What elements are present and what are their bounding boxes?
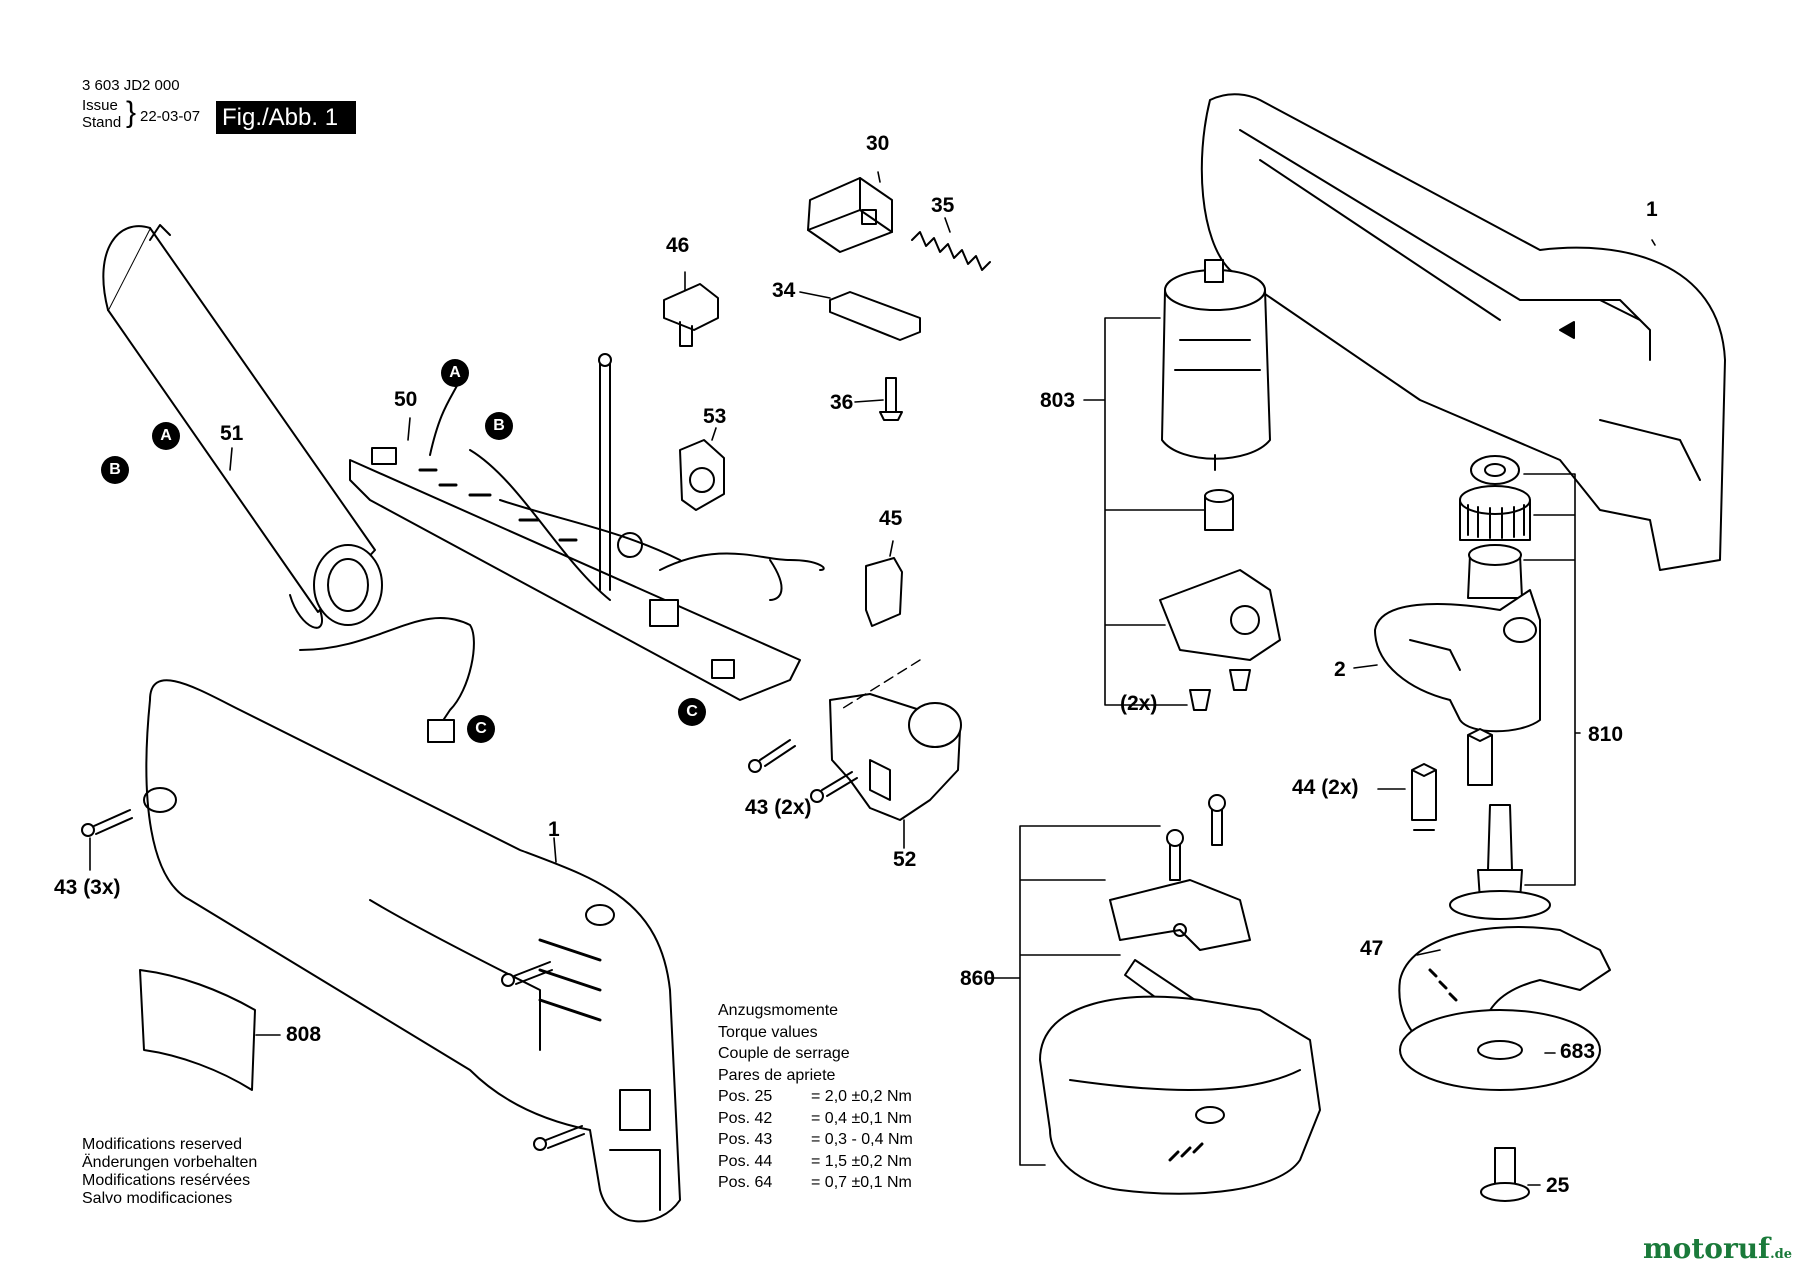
part-label-30: 30 <box>866 132 890 155</box>
base-plate-assembly <box>1039 879 1321 1195</box>
part-label-25: 25 <box>1546 1174 1570 1197</box>
part-label-683: 683 <box>1560 1040 1596 1063</box>
torque-pos: Pos. 25 <box>718 1088 773 1105</box>
part-label-803: 803 <box>1040 389 1076 412</box>
housing-screws <box>748 739 858 803</box>
torque-pos: Pos. 44 <box>718 1152 773 1170</box>
torque-title-de: Anzugsmomente <box>718 1002 839 1019</box>
slide-plate <box>829 291 921 341</box>
torque-values-table: Anzugsmomente Torque values Couple de se… <box>718 1000 913 1194</box>
pinion <box>1204 489 1234 531</box>
circuit-board <box>349 353 825 701</box>
part-label-52: 52 <box>893 848 917 871</box>
spring <box>911 231 991 271</box>
part-label-46: 46 <box>666 234 690 257</box>
connector-marker-a: A <box>441 359 469 387</box>
part-label-2x: (2x) <box>1120 692 1158 715</box>
modifications-en: Modifications reserved <box>82 1136 243 1153</box>
connector-marker-b: B <box>101 456 129 484</box>
torque-row: Pos. 42 = 0,4 ±0,1 Nm <box>718 1108 913 1130</box>
spindle <box>1449 804 1551 920</box>
modifications-note: Modifications reserved Änderungen vorbeh… <box>82 1136 257 1208</box>
motor-screws <box>1189 669 1251 711</box>
modifications-es: Salvo modificaciones <box>82 1190 233 1207</box>
connector-marker-b: B <box>485 412 513 440</box>
torque-value: = 0,7 ±0,1 Nm <box>811 1174 912 1191</box>
motor <box>1161 259 1271 471</box>
part-label-44-2x: 44 (2x) <box>1292 776 1359 799</box>
figure-title: Fig./Abb. 1 <box>216 101 356 134</box>
part-label-860: 860 <box>960 967 996 990</box>
torque-title-en: Torque values <box>718 1023 818 1041</box>
torque-value: = 0,4 ±0,1 Nm <box>811 1109 912 1127</box>
clamping-bolt <box>1480 1147 1530 1202</box>
modifications-de: Änderungen vorbehalten <box>82 1154 258 1171</box>
part-label-2: 2 <box>1334 658 1346 681</box>
torque-pos: Pos. 42 <box>718 1109 773 1127</box>
part-label-35: 35 <box>931 194 955 217</box>
needle-sleeve <box>1467 544 1523 599</box>
lower-housing-screws <box>81 809 585 1151</box>
gear-housing <box>829 659 962 821</box>
switch-button <box>807 177 893 253</box>
torque-pos: Pos. 64 <box>718 1174 773 1191</box>
watermark-name: motoruf <box>1643 1232 1771 1265</box>
torque-pos: Pos. 43 <box>718 1131 773 1148</box>
document-number: 3 603 JD2 000 <box>82 77 180 94</box>
torque-row: Pos. 44 = 1,5 ±0,2 Nm <box>718 1151 913 1173</box>
part-label-1-upper: 1 <box>1646 198 1658 221</box>
bracket-clip <box>679 439 725 511</box>
gear-head-screws <box>1411 728 1493 831</box>
part-label-808: 808 <box>286 1023 322 1046</box>
small-screw <box>879 377 903 421</box>
part-label-51: 51 <box>220 422 244 445</box>
part-label-36: 36 <box>830 391 854 414</box>
rating-label <box>139 969 256 1091</box>
watermark-tld: .de <box>1770 1247 1792 1262</box>
torque-row: Pos. 64 = 0,7 ±0,1 Nm <box>718 1172 913 1194</box>
battery-pack <box>102 224 475 726</box>
torque-title-fr: Couple de serrage <box>718 1045 850 1062</box>
watermark-logo: motoruf.de <box>1643 1232 1792 1265</box>
torque-value: = 0,3 - 0,4 Nm <box>811 1131 913 1148</box>
leader-lines <box>89 171 1656 1186</box>
connector-marker-c: C <box>678 698 706 726</box>
part-label-53: 53 <box>703 405 727 428</box>
housing-half-lower <box>143 679 681 1223</box>
part-label-43-2x: 43 (2x) <box>745 796 812 819</box>
part-label-43-3x: 43 (3x) <box>54 876 121 899</box>
housing-half-upper <box>1200 93 1726 571</box>
torque-row: Pos. 25 = 2,0 ±0,2 Nm <box>718 1086 913 1108</box>
part-label-810: 810 <box>1588 723 1624 746</box>
part-label-34: 34 <box>772 279 796 302</box>
part-label-47: 47 <box>1360 937 1384 960</box>
stand-label: Stand <box>82 114 122 131</box>
cutting-disc <box>1399 1009 1601 1091</box>
part-label-1-lower: 1 <box>548 818 560 841</box>
brace-glyph: } <box>126 96 137 129</box>
motor-bracket <box>1159 569 1281 661</box>
part-label-45: 45 <box>879 507 903 530</box>
gear-head <box>1374 589 1541 733</box>
issue-label: Issue <box>82 97 118 114</box>
torque-value: = 1,5 ±0,2 Nm <box>811 1152 912 1170</box>
torque-value: = 2,0 ±0,2 Nm <box>811 1088 912 1105</box>
modifications-fr: Modifications resérvées <box>82 1172 251 1189</box>
bearing <box>1470 455 1520 485</box>
part-label-50: 50 <box>394 388 418 411</box>
torque-row: Pos. 43 = 0,3 - 0,4 Nm <box>718 1129 913 1151</box>
issue-date: 22-03-07 <box>140 108 201 125</box>
base-plate-screws <box>1166 794 1226 881</box>
connector-marker-a: A <box>152 422 180 450</box>
torque-title-es: Pares de apriete <box>718 1066 836 1084</box>
connector-plug <box>427 719 455 743</box>
connector-marker-c: C <box>467 715 495 743</box>
lock-knob <box>865 557 903 627</box>
button-cap <box>663 283 719 347</box>
gear-wheel <box>1459 485 1531 541</box>
